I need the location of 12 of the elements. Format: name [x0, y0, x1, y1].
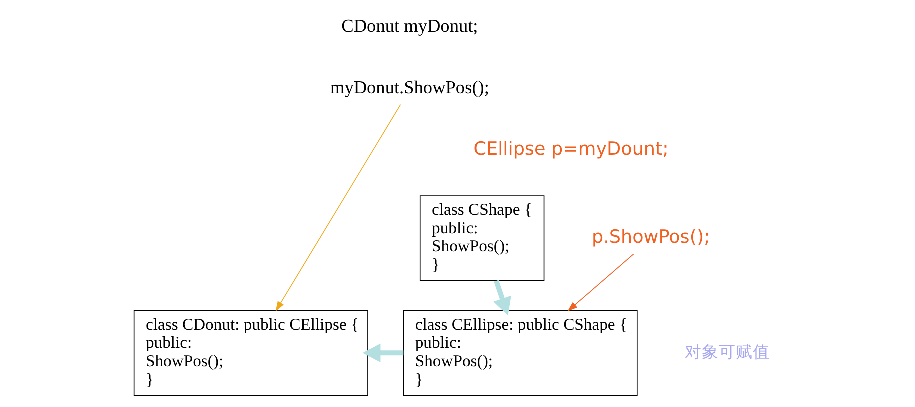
- label: 对象可赋值: [684, 342, 770, 362]
- arrow: [362, 344, 404, 363]
- node-box: class CDonut: public CEllipse { public: ShowPos(); }: [133, 310, 368, 396]
- arrow: [493, 280, 511, 316]
- node-text: myDonut.ShowPos();: [330, 77, 489, 98]
- arrow: [275, 104, 401, 312]
- node-box: class CShape { public: ShowPos(); }: [419, 196, 544, 282]
- label: CDonut myDonut;: [341, 16, 478, 36]
- node-box: class CEllipse: public CShape { public: ShowPos(); }: [402, 310, 638, 396]
- label: CEllipse p=myDount;: [473, 138, 668, 160]
- node-text: p.ShowPos();: [592, 227, 710, 248]
- arrow: [567, 254, 634, 312]
